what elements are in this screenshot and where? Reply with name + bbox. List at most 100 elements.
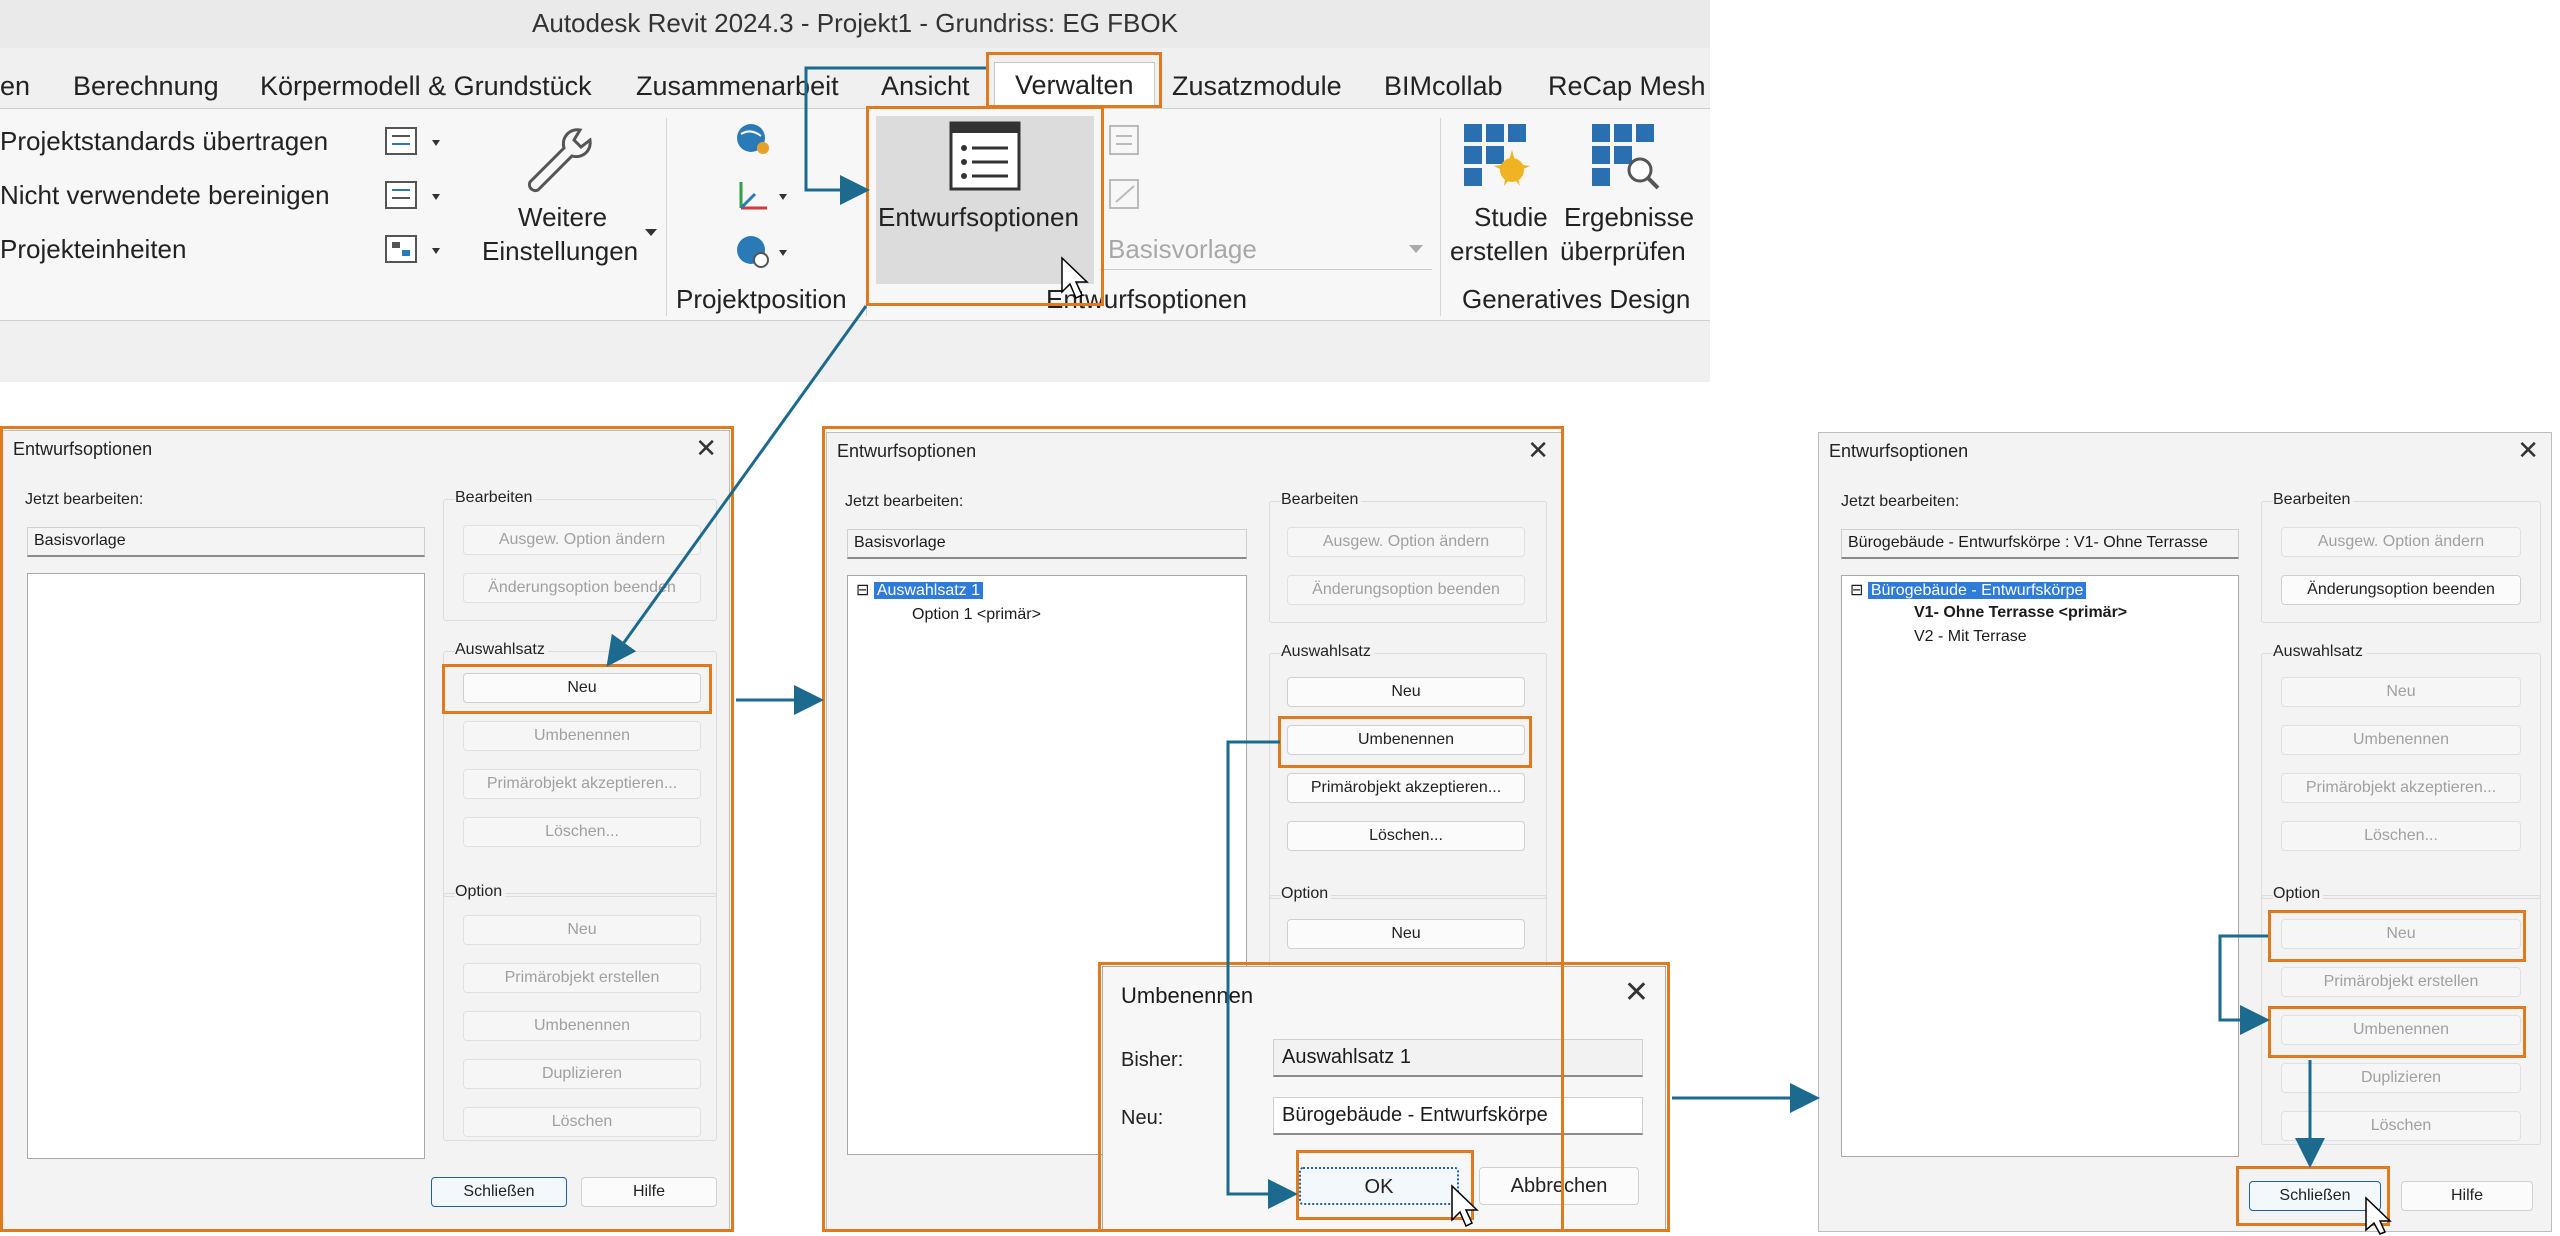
ausgew-option-aendern-button[interactable]: Ausgew. Option ändern xyxy=(463,525,701,555)
options-tree[interactable]: ⊟ Bürogebäude - Entwurfskörpe V1- Ohne T… xyxy=(1841,575,2239,1157)
auswahlsatz-neu-button[interactable]: Neu xyxy=(463,673,701,703)
auswahlsatz-neu-button[interactable]: Neu xyxy=(1287,677,1525,707)
projektposition-panel-label: Projektposition xyxy=(676,284,847,314)
weitere-einstellungen-button[interactable]: Weitere Einstellungen xyxy=(480,118,657,278)
coordinates-icon[interactable] xyxy=(733,176,793,216)
bearbeiten-group-label: Bearbeiten xyxy=(455,489,536,507)
tree-item-auswahlsatz[interactable]: ⊟ Bürogebäude - Entwurfskörpe xyxy=(1850,580,2087,600)
collapse-icon[interactable]: ⊟ xyxy=(1850,582,1864,599)
tab-verwalten[interactable]: Verwalten xyxy=(994,62,1155,110)
edit-label: Jetzt bearbeiten: xyxy=(845,493,964,510)
close-icon[interactable]: ✕ xyxy=(1623,976,1649,1009)
ribbon-separator xyxy=(666,118,667,316)
neu-label: Neu: xyxy=(1121,1107,1164,1129)
auswahlsatz-umbenennen-button[interactable]: Umbenennen xyxy=(2281,725,2521,755)
tab-zusatzmodule[interactable]: Zusatzmodule xyxy=(1172,71,1342,101)
auswahlsatz-loeschen-button[interactable]: Löschen... xyxy=(1287,821,1525,851)
ausgew-option-aendern-button[interactable]: Ausgew. Option ändern xyxy=(2281,527,2521,557)
hilfe-button[interactable]: Hilfe xyxy=(2401,1181,2533,1211)
erstellen-label: erstellen xyxy=(1450,236,1549,266)
hilfe-button[interactable]: Hilfe xyxy=(581,1177,717,1207)
auswahlsatz-group-label: Auswahlsatz xyxy=(455,641,548,659)
bearbeiten-group xyxy=(2261,501,2541,623)
ergebnisse-label: Ergebnisse xyxy=(1564,202,1695,232)
auswahlsatz-umbenennen-button[interactable]: Umbenennen xyxy=(1287,725,1525,755)
chevron-down-icon xyxy=(1409,245,1423,253)
tab-recap-mesh[interactable]: ReCap Mesh xyxy=(1548,71,1706,101)
bisher-field: Auswahlsatz 1 xyxy=(1273,1039,1643,1077)
projekteinheiten-button[interactable]: Projekteinheiten xyxy=(0,234,187,264)
option-duplizieren-button[interactable]: Duplizieren xyxy=(463,1059,701,1089)
tree-item-option[interactable]: Option 1 <primär> xyxy=(912,606,1041,623)
edit-value-field: Basisvorlage xyxy=(847,529,1247,559)
options-tree[interactable] xyxy=(27,573,425,1159)
table-settings-icon xyxy=(385,181,440,209)
auswahlsatz-primaerobjekt-button[interactable]: Primärobjekt akzeptieren... xyxy=(463,769,701,799)
collapse-icon[interactable]: ⊟ xyxy=(856,582,870,599)
ergebnisse-ueberpruefen-button[interactable]: Ergebnisse überprüfen xyxy=(1558,118,1706,278)
schliessen-button[interactable]: Schließen xyxy=(431,1177,567,1207)
tab-bimcollab[interactable]: BIMcollab xyxy=(1384,71,1503,101)
close-icon[interactable]: ✕ xyxy=(2517,435,2539,465)
auswahlsatz-neu-button[interactable]: Neu xyxy=(2281,677,2521,707)
abbrechen-button[interactable]: Abbrechen xyxy=(1479,1167,1639,1205)
settings-dropdown-3[interactable] xyxy=(382,232,446,268)
dialog-title: Umbenennen xyxy=(1121,983,1254,1008)
auswahlsatz-loeschen-button[interactable]: Löschen... xyxy=(463,817,701,847)
auswahlsatz-group xyxy=(1269,653,1547,899)
auswahlsatz-primaerobjekt-button[interactable]: Primärobjekt akzeptieren... xyxy=(1287,773,1525,803)
entwurfsoptionen-button[interactable]: Entwurfsoptionen xyxy=(876,116,1094,284)
auswahlsatz-primaerobjekt-button[interactable]: Primärobjekt akzeptieren... xyxy=(2281,773,2521,803)
option-umbenennen-button[interactable]: Umbenennen xyxy=(463,1011,701,1041)
option-loeschen-button[interactable]: Löschen xyxy=(2281,1111,2521,1141)
basisvorlage-combo[interactable]: Basisvorlage xyxy=(1100,226,1432,270)
option-primaerobjekt-erstellen-button[interactable]: Primärobjekt erstellen xyxy=(2281,967,2521,997)
option-primaerobjekt-erstellen-button[interactable]: Primärobjekt erstellen xyxy=(463,963,701,993)
studie-erstellen-button[interactable]: Studie erstellen xyxy=(1446,118,1558,278)
tab-berechnung[interactable]: Berechnung xyxy=(73,71,219,101)
close-icon[interactable]: ✕ xyxy=(695,433,717,463)
projektstandards-uebertragen-button[interactable]: Projektstandards übertragen xyxy=(0,126,329,156)
auswahlsatz-loeschen-button[interactable]: Löschen... xyxy=(2281,821,2521,851)
auswahlsatz-group-label: Auswahlsatz xyxy=(2273,643,2366,661)
bearbeiten-group-label: Bearbeiten xyxy=(2273,491,2354,509)
tab-analysieren[interactable]: en xyxy=(0,71,31,101)
close-icon[interactable]: ✕ xyxy=(1527,435,1549,465)
grid-settings-icon xyxy=(385,235,440,263)
bearbeiten-group-label: Bearbeiten xyxy=(1281,491,1362,509)
edit-value-field: Basisvorlage xyxy=(27,527,425,557)
aenderungsoption-beenden-button[interactable]: Änderungsoption beenden xyxy=(2281,575,2521,605)
option-loeschen-button[interactable]: Löschen xyxy=(463,1107,701,1137)
aenderungsoption-beenden-button[interactable]: Änderungsoption beenden xyxy=(1287,575,1525,605)
einstellungen-label: Einstellungen xyxy=(482,236,639,266)
wrench-icon xyxy=(527,128,592,193)
ausgew-option-aendern-button[interactable]: Ausgew. Option ändern xyxy=(1287,527,1525,557)
aenderungsoption-beenden-button[interactable]: Änderungsoption beenden xyxy=(463,573,701,603)
tree-item-option-v2[interactable]: V2 - Mit Terrase xyxy=(1914,628,2027,645)
auswahlsatz-group xyxy=(2261,653,2541,899)
tab-ansicht[interactable]: Ansicht xyxy=(881,71,970,101)
tab-koerpermodell[interactable]: Körpermodell & Grundstück xyxy=(260,71,592,101)
globe-position-icon[interactable] xyxy=(733,232,793,272)
option-umbenennen-button[interactable]: Umbenennen xyxy=(2281,1015,2521,1045)
settings-dropdown-1[interactable] xyxy=(382,124,446,160)
schliessen-button[interactable]: Schließen xyxy=(2249,1181,2381,1211)
list-settings-icon xyxy=(385,127,440,155)
option-neu-button[interactable]: Neu xyxy=(2281,919,2521,949)
weitere-label: Weitere xyxy=(518,202,608,232)
option-neu-button[interactable]: Neu xyxy=(1287,919,1525,949)
tree-item-option-v1[interactable]: V1- Ohne Terrasse <primär> xyxy=(1914,604,2128,621)
auswahlsatz-umbenennen-button[interactable]: Umbenennen xyxy=(463,721,701,751)
option-neu-button[interactable]: Neu xyxy=(463,915,701,945)
ribbon-panel xyxy=(0,108,1710,321)
option-duplizieren-button[interactable]: Duplizieren xyxy=(2281,1063,2521,1093)
tree-item-auswahlsatz[interactable]: ⊟ Auswahlsatz 1 xyxy=(856,580,984,600)
settings-dropdown-2[interactable] xyxy=(382,178,446,214)
nicht-verwendete-bereinigen-button[interactable]: Nicht verwendete bereinigen xyxy=(0,180,330,210)
basisvorlage-combo-value: Basisvorlage xyxy=(1108,234,1257,264)
option-edit-icon xyxy=(1109,179,1139,209)
option-group-label: Option xyxy=(1281,885,1332,903)
neu-input[interactable]: Bürogebäude - Entwurfskörpe xyxy=(1273,1097,1643,1135)
ok-button[interactable]: OK xyxy=(1299,1167,1459,1205)
globe-location-icon[interactable] xyxy=(733,120,773,160)
